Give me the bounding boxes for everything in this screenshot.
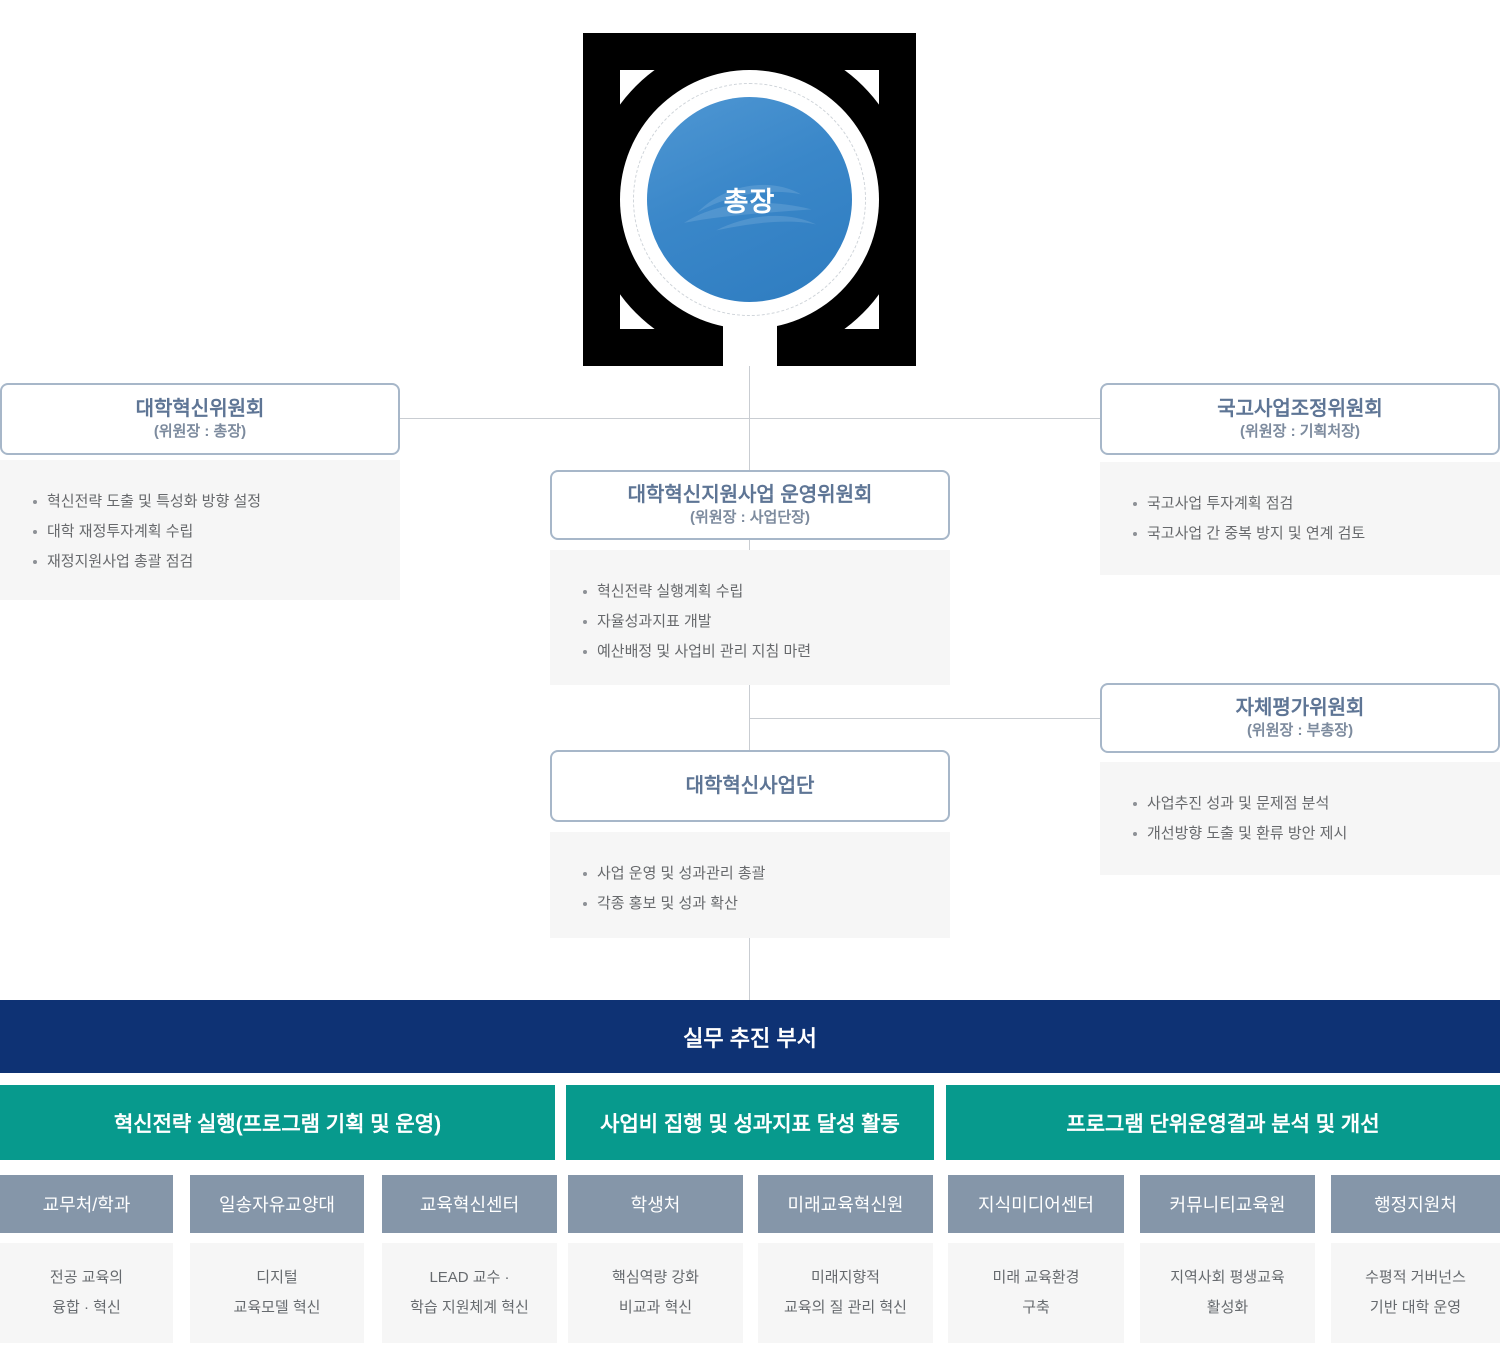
department-knowledge-media-center: 지식미디어센터: [948, 1175, 1124, 1233]
role-line: 융합 · 혁신: [52, 1299, 121, 1316]
committee-chair: (위원장 : 부총장): [1246, 722, 1354, 739]
role-line: 기반 대학 운영: [1369, 1299, 1462, 1316]
role-education-innovation-center: LEAD 교수 · 학습 지원체계 혁신: [382, 1243, 557, 1343]
task-item: 대학 재정투자계획 수립: [33, 524, 380, 540]
role-line: 수평적 거버넌스: [1365, 1269, 1466, 1286]
group-header-analysis: 프로그램 단위운영결과 분석 및 개선: [946, 1085, 1500, 1160]
task-item: 혁신전략 실행계획 수립: [583, 584, 930, 600]
role-line: 교육의 질 관리 혁신: [784, 1299, 907, 1316]
role-knowledge-media-center: 미래 교육환경 구축: [948, 1243, 1124, 1343]
task-item: 개선방향 도출 및 환류 방안 제시: [1133, 826, 1480, 842]
role-future-education: 미래지향적 교육의 질 관리 혁신: [758, 1243, 933, 1343]
committee-national-project: 국고사업조정위원회 (위원장 : 기획처장): [1100, 383, 1500, 455]
department-academic-affairs: 교무처/학과: [0, 1175, 173, 1233]
role-line: LEAD 교수 ·: [429, 1269, 510, 1286]
role-line: 활성화: [1206, 1299, 1249, 1316]
role-line: 핵심역량 강화: [612, 1269, 699, 1286]
task-item: 국고사업 투자계획 점검: [1133, 496, 1480, 512]
role-line: 비교과 혁신: [618, 1299, 693, 1316]
role-line: 디지털: [256, 1269, 298, 1286]
committee-operating: 대학혁신지원사업 운영위원회 (위원장 : 사업단장): [550, 470, 950, 540]
committee-title: 대학혁신사업단: [685, 775, 815, 797]
department-student-affairs: 학생처: [568, 1175, 743, 1233]
department-community-education: 커뮤니티교육원: [1140, 1175, 1315, 1233]
president-badge-dashed-circle: [633, 83, 866, 316]
task-item: 사업추진 성과 및 문제점 분석: [1133, 796, 1480, 812]
role-line: 교육모델 혁신: [233, 1299, 321, 1316]
innovation-task-force-tasks: 사업 운영 및 성과관리 총괄 각종 홍보 및 성과 확산: [550, 832, 950, 938]
connector-president-to-ops: [749, 329, 750, 470]
task-item: 각종 홍보 및 성과 확산: [583, 896, 930, 912]
connector-self-eval: [749, 718, 1100, 719]
wave-logo-icon: [683, 184, 816, 230]
task-item: 혁신전략 도출 및 특성화 방향 설정: [33, 494, 380, 510]
president-badge-connector-gap: [723, 324, 777, 366]
connector-top-horizontal: [400, 418, 1100, 419]
role-community-education: 지역사회 평생교육 활성화: [1140, 1243, 1315, 1343]
task-item: 재정지원사업 총괄 점검: [33, 554, 380, 570]
innovation-task-force: 대학혁신사업단: [550, 750, 950, 822]
task-item: 국고사업 간 중복 방지 및 연계 검토: [1133, 526, 1480, 542]
role-line: 미래 교육환경: [992, 1269, 1080, 1286]
connector-task-to-band: [749, 938, 750, 1000]
role-line: 학습 지원체계 혁신: [410, 1299, 529, 1316]
committee-title: 대학혁신지원사업 운영위원회: [627, 484, 873, 506]
committee-self-evaluation-tasks: 사업추진 성과 및 문제점 분석 개선방향 도출 및 환류 방안 제시: [1100, 762, 1500, 875]
committee-national-project-tasks: 국고사업 투자계획 점검 국고사업 간 중복 방지 및 연계 검토: [1100, 462, 1500, 575]
department-future-education: 미래교육혁신원: [758, 1175, 933, 1233]
role-student-affairs: 핵심역량 강화 비교과 혁신: [568, 1243, 743, 1343]
committee-chair: (위원장 : 총장): [153, 423, 247, 440]
task-item: 자율성과지표 개발: [583, 614, 930, 630]
committee-title: 자체평가위원회: [1235, 697, 1365, 719]
group-header-strategy: 혁신전략 실행(프로그램 기획 및 운영): [0, 1085, 555, 1160]
department-ilsong-liberal-arts: 일송자유교양대: [190, 1175, 364, 1233]
role-line: 전공 교육의: [49, 1269, 124, 1286]
president-label: 총장: [723, 187, 776, 217]
department-administrative-support: 행정지원처: [1331, 1175, 1500, 1233]
role-academic-affairs: 전공 교육의 융합 · 혁신: [0, 1243, 173, 1343]
committee-operating-tasks: 혁신전략 실행계획 수립 자율성과지표 개발 예산배정 및 사업비 관리 지침 …: [550, 550, 950, 685]
role-line: 구축: [1022, 1299, 1050, 1316]
task-item: 사업 운영 및 성과관리 총괄: [583, 866, 930, 882]
committee-univ-innovation: 대학혁신위원회 (위원장 : 총장): [0, 383, 400, 455]
president-circle: 총장: [647, 97, 852, 302]
committee-title: 국고사업조정위원회: [1217, 398, 1383, 420]
role-line: 지역사회 평생교육: [1170, 1269, 1285, 1286]
committee-chair: (위원장 : 기획처장): [1240, 423, 1360, 440]
group-header-budget: 사업비 집행 및 성과지표 달성 활동: [566, 1085, 934, 1160]
task-item: 예산배정 및 사업비 관리 지침 마련: [583, 644, 930, 660]
role-ilsong-liberal-arts: 디지털 교육모델 혁신: [190, 1243, 364, 1343]
committee-title: 대학혁신위원회: [135, 398, 265, 420]
committee-chair: (위원장 : 사업단장): [690, 509, 810, 526]
working-departments-band: 실무 추진 부서: [0, 1000, 1500, 1073]
department-education-innovation-center: 교육혁신센터: [382, 1175, 557, 1233]
role-line: 미래지향적: [810, 1269, 880, 1286]
committee-univ-innovation-tasks: 혁신전략 도출 및 특성화 방향 설정 대학 재정투자계획 수립 재정지원사업 …: [0, 460, 400, 600]
role-administrative-support: 수평적 거버넌스 기반 대학 운영: [1331, 1243, 1500, 1343]
committee-self-evaluation: 자체평가위원회 (위원장 : 부총장): [1100, 683, 1500, 753]
